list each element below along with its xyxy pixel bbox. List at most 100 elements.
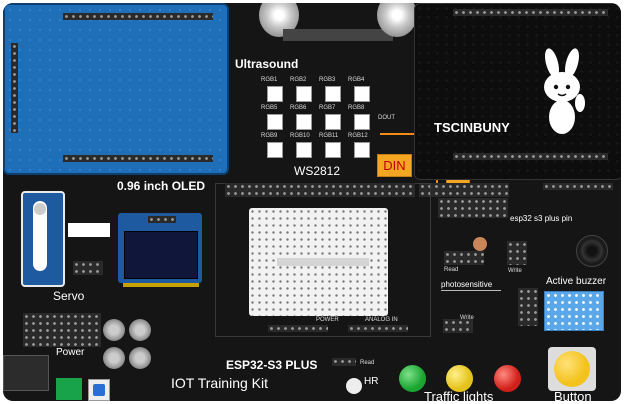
hr-header <box>443 319 473 333</box>
ws2812-led-chip <box>354 142 370 158</box>
capacitor-3 <box>103 347 125 369</box>
breadboard-channel <box>277 258 369 266</box>
oled-pin-row <box>123 283 199 287</box>
traffic-light-yellow <box>446 365 473 392</box>
ws2812-led-label: RGB5 <box>261 105 278 111</box>
power-label: Power <box>56 347 85 358</box>
ultrasound-sensor <box>253 3 423 41</box>
shield-header-left <box>11 43 18 133</box>
push-button[interactable] <box>548 347 596 391</box>
write-label-1: Write <box>508 268 522 274</box>
capacitor-4 <box>129 347 151 369</box>
write-label-2: Write <box>460 315 474 321</box>
rabbit-logo-svg <box>544 48 585 134</box>
dht-sensor <box>544 291 604 331</box>
module-header-top <box>453 9 608 16</box>
ws2812-led-label: RGB11 <box>319 133 339 139</box>
ws2812-led-label: RGB12 <box>348 133 368 139</box>
servo-header <box>73 261 103 275</box>
buzzer <box>576 235 608 267</box>
pin-header-block <box>438 198 508 218</box>
oled-screen <box>124 231 198 279</box>
photosensitive-label: photosensitive <box>441 280 493 289</box>
board-name: ESP32-S3 PLUS <box>226 358 318 372</box>
photoresistor <box>473 237 487 251</box>
ws2812-led: RGB10 <box>290 133 316 160</box>
traffic-light-red <box>494 365 521 392</box>
module-header-bottom <box>453 153 608 160</box>
ws2812-led-chip <box>354 86 370 102</box>
read-label-1: Read <box>444 267 459 273</box>
photo-divider <box>441 290 501 291</box>
top-header <box>225 183 415 197</box>
traffic-light-green <box>399 365 426 392</box>
ws2812-led: RGB2 <box>290 77 316 104</box>
ws2812-led-chip <box>267 142 283 158</box>
ws2812-led-label: RGB1 <box>261 77 278 83</box>
push-button-cap <box>554 351 590 387</box>
oled-pins <box>148 216 176 223</box>
esp32-pin-header-right <box>543 183 613 190</box>
photo-header <box>444 251 484 265</box>
dht-header <box>518 288 538 326</box>
ws2812-led-chip <box>296 86 312 102</box>
ws2812-led: RGB5 <box>261 105 287 132</box>
din-label: DIN <box>383 158 406 173</box>
ws2812-led-chip <box>267 86 283 102</box>
ws2812-led-label: RGB8 <box>348 105 365 111</box>
ws2812-led: RGB1 <box>261 77 287 104</box>
ws2812-led-label: RGB10 <box>290 133 310 139</box>
ws2812-led-label: RGB4 <box>348 77 365 83</box>
ws2812-led: RGB7 <box>319 105 345 132</box>
hr-sensor-header <box>332 358 356 366</box>
analog-header-label: ANALOG IN <box>365 317 398 323</box>
shield-header-bottom <box>63 155 213 162</box>
breadboard <box>249 208 388 316</box>
ws2812-led: RGB6 <box>290 105 316 132</box>
ws2812-led: RGB3 <box>319 77 345 104</box>
ultrasound-pcb <box>283 29 393 41</box>
power-rail-header <box>23 313 101 347</box>
bottom-header-left <box>268 325 328 332</box>
servo-horn <box>33 201 47 271</box>
servo-label: Servo <box>53 289 85 303</box>
oled-label: 0.96 inch OLED <box>117 179 206 193</box>
reset-button[interactable] <box>88 379 110 401</box>
ws2812-led-chip <box>325 142 341 158</box>
ws2812-led: RGB4 <box>348 77 374 104</box>
ultrasound-transducer-right <box>377 3 417 37</box>
ws2812-led: RGB8 <box>348 105 374 132</box>
oled-display <box>118 213 202 283</box>
servo-jumper <box>68 223 110 237</box>
dout-label: DOUT <box>378 115 395 121</box>
hr-label: HR <box>364 376 379 387</box>
capacitor-1 <box>103 319 125 341</box>
ws2812-led: RGB11 <box>319 133 345 160</box>
ws2812-led-label: RGB9 <box>261 133 278 139</box>
button-label: Button <box>554 389 592 401</box>
read-label-2: Read <box>360 360 375 366</box>
power-jack <box>3 355 49 391</box>
traffic-lights-label: Traffic lights <box>424 389 494 401</box>
power-header-label: POWER <box>316 317 339 323</box>
ws2812-led-chip <box>354 114 370 130</box>
ws2812-led-label: RGB7 <box>319 105 336 111</box>
shield-header-top <box>63 13 213 20</box>
ws2812-led: RGB12 <box>348 133 374 160</box>
blue-shield-board <box>3 3 229 175</box>
ws2812-led-label: RGB6 <box>290 105 307 111</box>
din-box: DIN <box>377 154 412 177</box>
esp32-pin-header <box>419 183 509 197</box>
active-buzzer-label: Active buzzer <box>546 276 607 287</box>
esp32-pin-label: esp32 s3 plus pin <box>510 214 573 223</box>
servo-shaft <box>34 203 46 215</box>
ws2812-led-label: RGB3 <box>319 77 336 83</box>
capacitor-2 <box>129 319 151 341</box>
kit-label: IOT Training Kit <box>171 375 269 391</box>
ws2812-led-chip <box>296 142 312 158</box>
ws2812-led: RGB9 <box>261 133 287 160</box>
power-terminal <box>56 378 82 400</box>
ws2812-led-chip <box>325 114 341 130</box>
